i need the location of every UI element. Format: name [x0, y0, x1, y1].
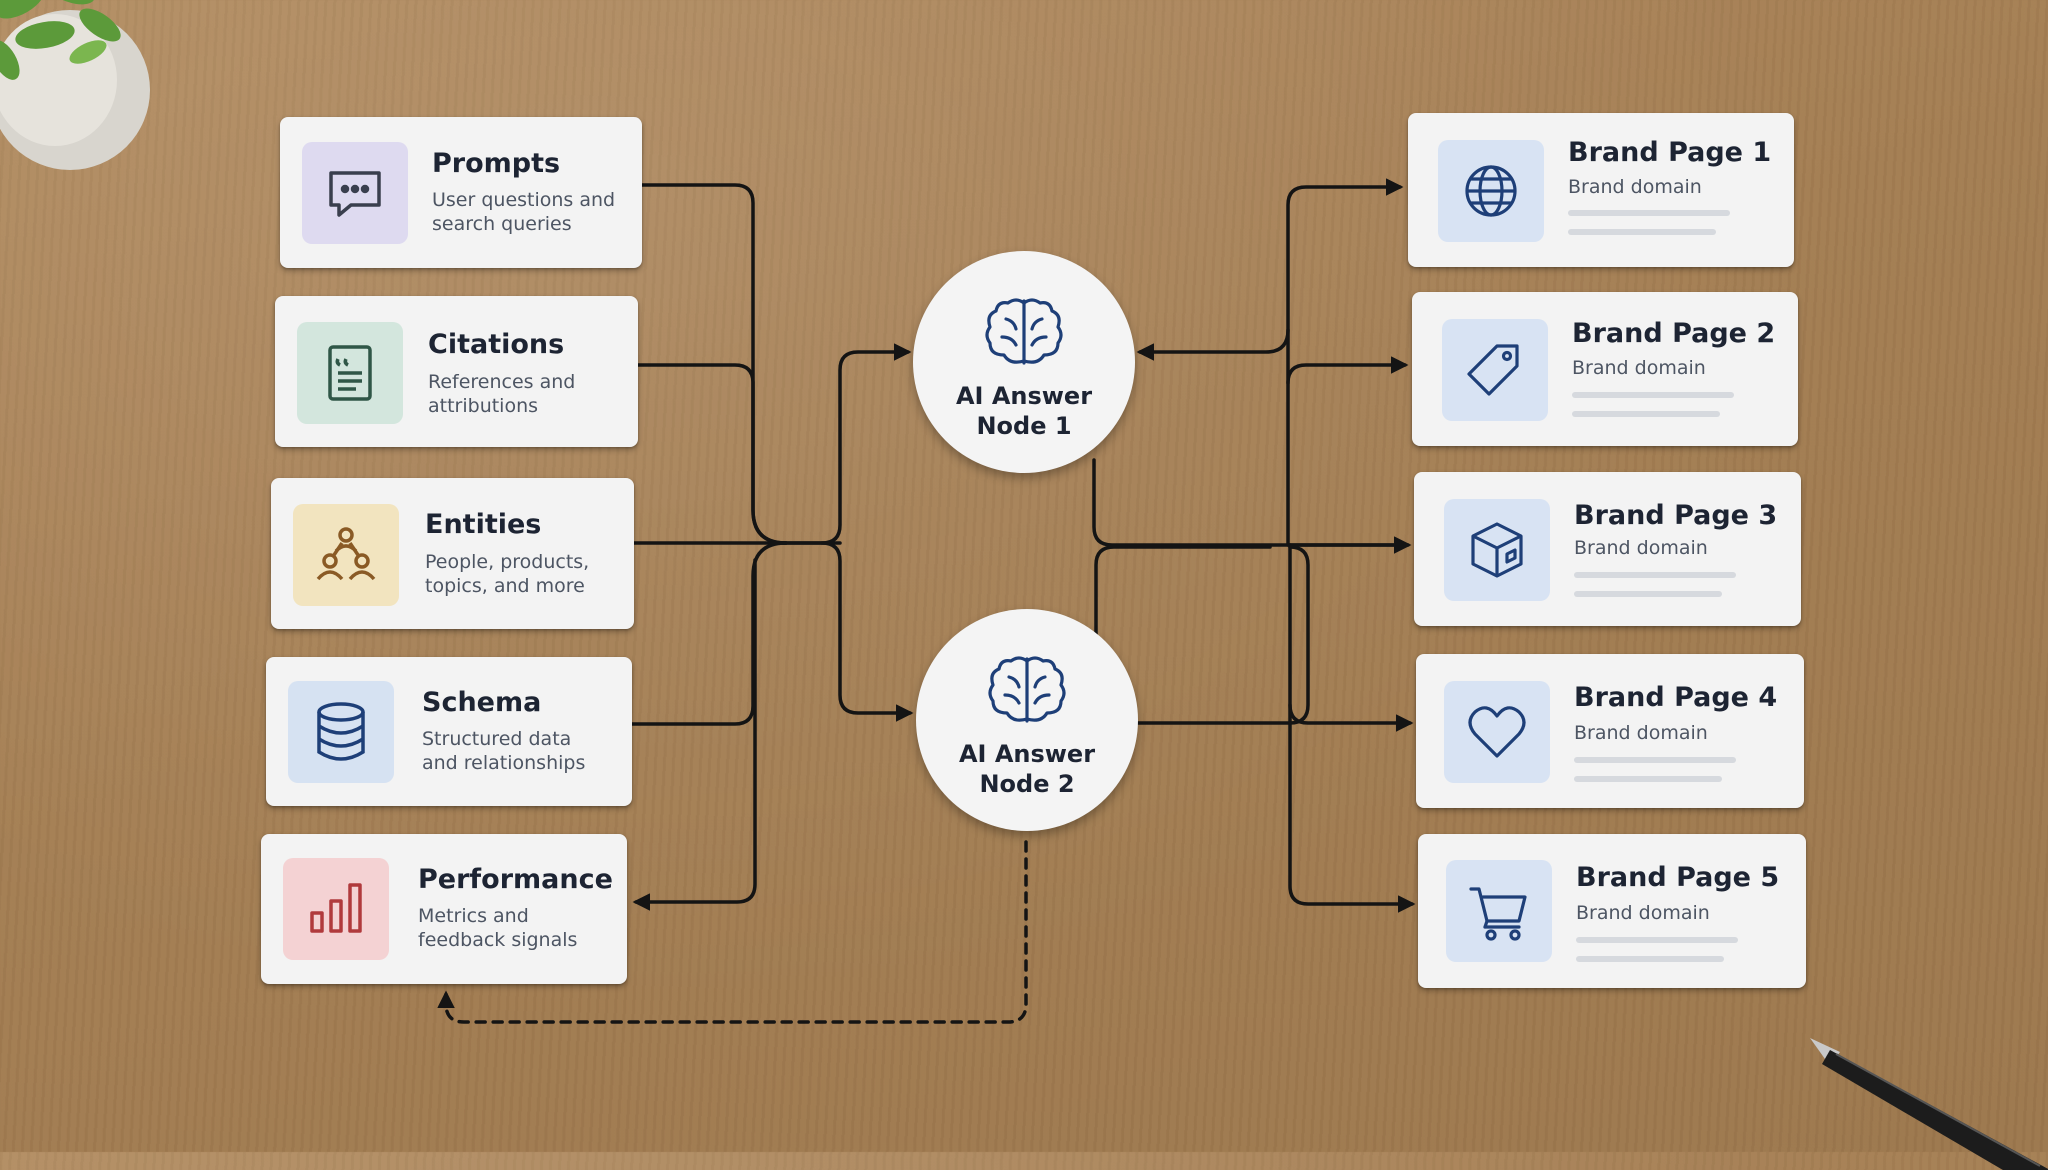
quote-document-icon	[297, 322, 403, 424]
placeholder-bar	[1572, 392, 1734, 398]
link-citations	[636, 363, 788, 545]
brain-icon	[985, 298, 1063, 365]
card-title: Entities	[425, 509, 542, 540]
brand-subtitle: Brand domain	[1568, 176, 1702, 198]
link-node2-main	[1134, 545, 1310, 725]
brand-title: Brand Page 5	[1576, 862, 1780, 893]
ai-answer-node-2[interactable]: AI Answer Node 2	[916, 609, 1138, 831]
link-brand5	[1288, 703, 1416, 913]
brand-card-4[interactable]: Brand Page 4 Brand domain	[1416, 654, 1804, 808]
node-label: AI Answer Node 2	[916, 739, 1138, 799]
card-description-line1: Structured data	[422, 728, 572, 750]
placeholder-bar	[1576, 937, 1738, 943]
source-card-citations[interactable]: Citations References and attributions	[275, 296, 638, 447]
globe-icon	[1438, 140, 1544, 242]
card-title: Citations	[428, 329, 565, 360]
card-description-line1: User questions and	[432, 189, 616, 211]
card-description-line2: topics, and more	[425, 575, 585, 597]
card-description-line1: References and	[428, 371, 576, 393]
brand-subtitle: Brand domain	[1576, 902, 1710, 924]
bar-chart-icon	[283, 858, 389, 960]
node-label-line2: Node 2	[979, 770, 1075, 798]
source-card-performance[interactable]: Performance Metrics and feedback signals	[261, 834, 627, 984]
link-trunk	[778, 343, 912, 545]
brain-icon	[988, 656, 1066, 723]
database-icon	[288, 681, 394, 783]
source-card-entities[interactable]: Entities People, products, topics, and m…	[271, 478, 634, 629]
card-description-line2: and relationships	[422, 752, 586, 774]
placeholder-bar	[1568, 229, 1716, 235]
source-card-schema[interactable]: Schema Structured data and relationships	[266, 657, 632, 806]
link-brand2	[1286, 356, 1409, 385]
link-performance	[632, 558, 757, 911]
link-schema	[630, 541, 788, 726]
brand-title: Brand Page 3	[1574, 500, 1778, 531]
card-description-line2: attributions	[428, 395, 539, 417]
placeholder-bar	[1574, 776, 1722, 782]
card-description-line2: search queries	[432, 213, 572, 235]
placeholder-bar	[1574, 757, 1736, 763]
brand-title: Brand Page 1	[1568, 137, 1772, 168]
chat-bubble-icon	[302, 142, 408, 244]
ai-answer-node-1[interactable]: AI Answer Node 1	[913, 251, 1135, 473]
node-label-line2: Node 1	[976, 412, 1072, 440]
card-title: Performance	[418, 864, 613, 895]
pen-decoration	[1810, 1038, 2048, 1170]
brand-title: Brand Page 2	[1572, 318, 1776, 349]
brand-subtitle: Brand domain	[1572, 357, 1706, 379]
node-label: AI Answer Node 1	[913, 381, 1135, 441]
brand-title: Brand Page 4	[1574, 682, 1778, 713]
brand-card-2[interactable]: Brand Page 2 Brand domain	[1412, 292, 1798, 446]
card-title: Schema	[422, 687, 542, 718]
box-icon	[1444, 499, 1550, 601]
link-to-node1	[1136, 328, 1290, 361]
node-label-line1: AI Answer	[958, 740, 1096, 768]
brand-card-5[interactable]: Brand Page 5 Brand domain	[1418, 834, 1806, 988]
entity-network-icon	[293, 504, 399, 606]
placeholder-bar	[1572, 411, 1720, 417]
heart-icon	[1444, 681, 1550, 783]
placeholder-bar	[1576, 956, 1724, 962]
link-node2-out	[1094, 545, 1272, 637]
link-node1-out	[1092, 458, 1402, 547]
placeholder-bar	[1568, 210, 1730, 216]
placeholder-bar	[1574, 591, 1722, 597]
node-label-line1: AI Answer	[955, 382, 1093, 410]
card-description-line2: feedback signals	[418, 929, 578, 951]
card-title: Prompts	[432, 148, 561, 179]
link-trunk-node2	[820, 541, 914, 722]
plant-decoration	[0, 0, 150, 170]
link-brand1	[1286, 178, 1404, 547]
brand-card-1[interactable]: Brand Page 1 Brand domain	[1408, 113, 1794, 267]
brand-subtitle: Brand domain	[1574, 722, 1708, 744]
brand-subtitle: Brand domain	[1574, 537, 1708, 559]
tag-icon	[1442, 319, 1548, 421]
feedback-dashed-line	[437, 840, 1028, 1024]
card-description-line1: People, products,	[425, 551, 590, 573]
source-card-prompts[interactable]: Prompts User questions and search querie…	[280, 117, 642, 268]
brand-card-3[interactable]: Brand Page 3 Brand domain	[1414, 472, 1801, 626]
placeholder-bar	[1574, 572, 1736, 578]
card-description-line1: Metrics and	[418, 905, 529, 927]
shopping-cart-icon	[1446, 860, 1552, 962]
